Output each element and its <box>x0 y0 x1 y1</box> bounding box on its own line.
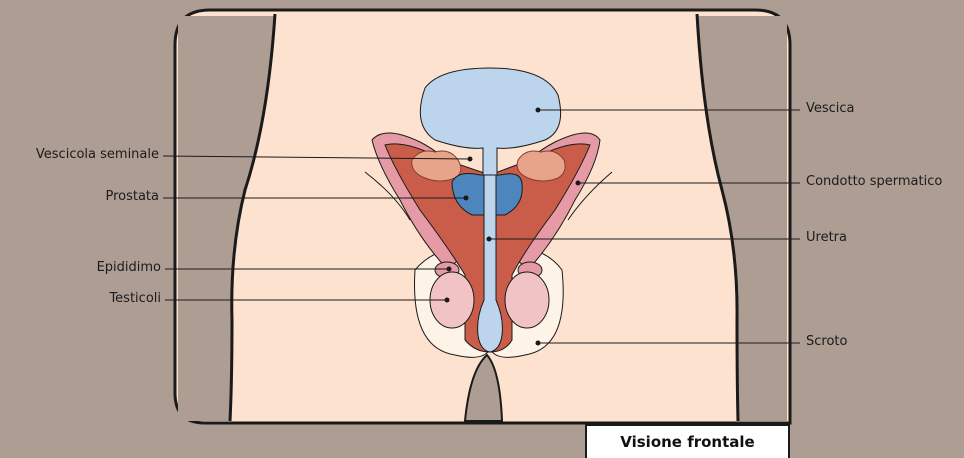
view-caption: Visione frontale <box>585 424 790 458</box>
label-vescicola-seminale: Vescicola seminale <box>36 147 159 163</box>
label-epididimo: Epididimo <box>97 260 161 276</box>
label-uretra: Uretra <box>806 230 847 246</box>
right-seminal-vesicle <box>517 151 565 181</box>
label-testicoli: Testicoli <box>109 291 161 307</box>
right-testicle <box>505 272 549 328</box>
label-condotto-spermatico: Condotto spermatico <box>806 174 942 190</box>
label-vescica: Vescica <box>806 101 855 117</box>
label-prostata: Prostata <box>105 189 159 205</box>
label-scroto: Scroto <box>806 334 847 350</box>
